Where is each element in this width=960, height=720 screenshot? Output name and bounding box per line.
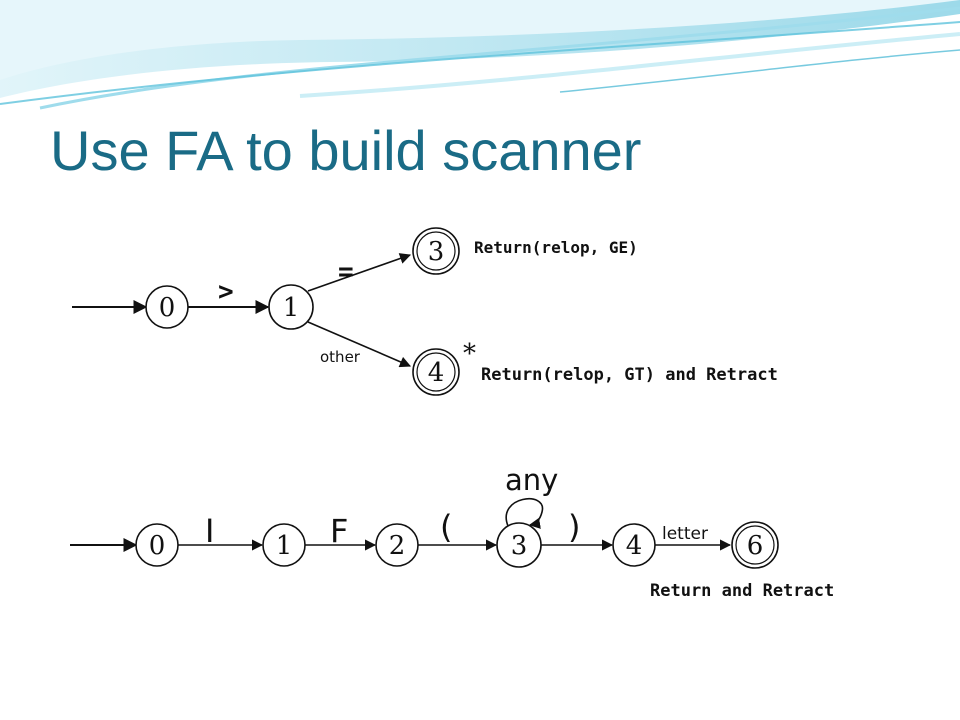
state-label: 3 <box>511 531 528 561</box>
state-label: 6 <box>747 531 764 561</box>
edge-label-f: F <box>330 512 348 550</box>
self-loop-3 <box>505 498 544 529</box>
action-gt: Return(relop, GT) and Retract <box>481 365 778 385</box>
header-banner <box>0 0 960 110</box>
edge-label-eq: = <box>338 257 354 287</box>
final-state-outer <box>412 227 460 275</box>
state-label: 1 <box>283 293 300 323</box>
action-ge: Return(relop, GE) <box>474 238 638 257</box>
state-label: 4 <box>626 531 643 561</box>
edge-label-i: I <box>205 512 214 550</box>
final-state-inner <box>735 525 775 565</box>
edge-label-other: other <box>320 348 361 366</box>
state-label: 1 <box>276 531 293 561</box>
edge-label-rparen: ) <box>568 508 580 546</box>
final-state-inner <box>416 352 456 392</box>
final-state-outer <box>731 521 779 569</box>
state-label: 0 <box>149 531 166 561</box>
edge-1-3 <box>307 253 412 292</box>
diagram-relop-ge: 0 > 1 = other 3 Return(relop, GE) 4 * Re… <box>72 227 778 396</box>
state-circle <box>268 284 314 330</box>
state-label: 0 <box>159 293 176 323</box>
final-state-inner <box>416 231 456 271</box>
edge-label-any: any <box>505 463 558 497</box>
slide-title: Use FA to build scanner <box>50 119 642 182</box>
retract-star: * <box>463 339 476 369</box>
final-state-outer <box>412 348 460 396</box>
state-label: 3 <box>428 237 445 267</box>
state-label: 2 <box>389 531 406 561</box>
edge-label-lparen: ( <box>440 508 452 546</box>
state-label: 4 <box>428 358 445 388</box>
edge-label-letter: letter <box>662 524 708 544</box>
edge-label-gt: > <box>218 277 234 307</box>
edge-1-4 <box>307 321 412 368</box>
diagram-if-token: 0 I 1 F 2 ( 3 any ) 4 letter <box>70 463 834 601</box>
action-return-retract: Return and Retract <box>650 581 834 601</box>
